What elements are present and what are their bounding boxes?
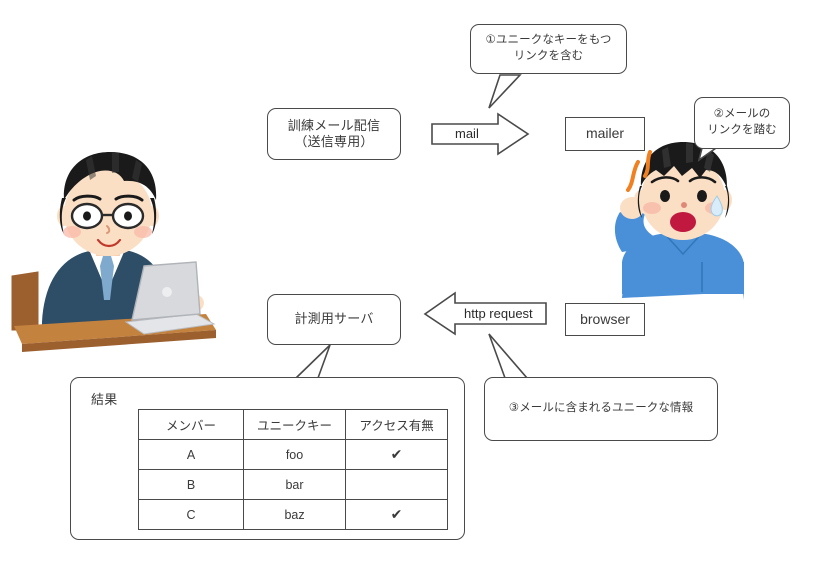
table-header-key: ユニークキー	[243, 409, 347, 440]
cell-access: ✔	[345, 439, 448, 470]
http-request-arrow	[423, 291, 547, 336]
callout-three: ③メールに含まれるユニークな情報	[484, 377, 718, 441]
cell-member: B	[137, 469, 245, 500]
cell-key: foo	[243, 439, 347, 470]
node-browser-label: browser	[580, 310, 630, 327]
callout-one-line2: リンクを含む	[513, 50, 584, 62]
cell-member: A	[137, 439, 245, 470]
callout-three-tail	[488, 333, 529, 379]
callout-two-line1: ②メールの	[713, 108, 771, 121]
table-row: C baz ✔	[137, 499, 448, 530]
table-header-access: アクセス有無	[345, 409, 448, 440]
shocked-man-illustration	[614, 142, 744, 300]
table-header-row: メンバー ユニークキー アクセス有無	[137, 409, 448, 440]
node-training-mail-line1: 訓練メール配信	[287, 117, 381, 133]
callout-one-tail	[488, 74, 522, 109]
cell-member: C	[137, 499, 245, 530]
cell-key: baz	[243, 499, 347, 530]
table-header-member: メンバー	[137, 409, 245, 440]
callout-three-label: ③メールに含まれるユニークな情報	[508, 402, 694, 415]
node-measurement-server: 計測用サーバ	[267, 294, 401, 345]
businessman-with-laptop-illustration	[11, 152, 216, 352]
node-mailer-label: mailer	[585, 125, 625, 142]
callout-one: ①ユニークなキーをもつ リンクを含む	[470, 24, 627, 74]
table-row: B bar	[137, 469, 448, 500]
cell-key: bar	[243, 469, 347, 500]
node-training-mail-line2: （送信専用）	[294, 134, 374, 149]
results-tail	[294, 344, 331, 379]
table-row: A foo ✔	[137, 439, 448, 470]
results-panel: 結果 メンバー ユニークキー アクセス有無 A foo ✔ B bar	[70, 377, 465, 540]
mail-arrow-label: mail	[455, 126, 479, 141]
callout-two: ②メールの リンクを踏む	[694, 97, 790, 149]
cell-access	[345, 469, 448, 500]
callout-two-line2: リンクを踏む	[707, 124, 777, 136]
node-browser: browser	[565, 303, 645, 336]
node-training-mail: 訓練メール配信 （送信専用）	[267, 108, 401, 160]
callout-one-line1: ①ユニークなキーをもつ	[485, 34, 612, 47]
node-measurement-server-label: 計測用サーバ	[294, 311, 374, 327]
results-table: メンバー ユニークキー アクセス有無 A foo ✔ B bar C	[137, 409, 448, 530]
cell-access: ✔	[345, 499, 448, 530]
results-title: 結果	[91, 392, 118, 407]
mail-arrow	[431, 112, 530, 156]
http-request-arrow-label: http request	[464, 306, 533, 321]
node-mailer: mailer	[565, 117, 645, 151]
